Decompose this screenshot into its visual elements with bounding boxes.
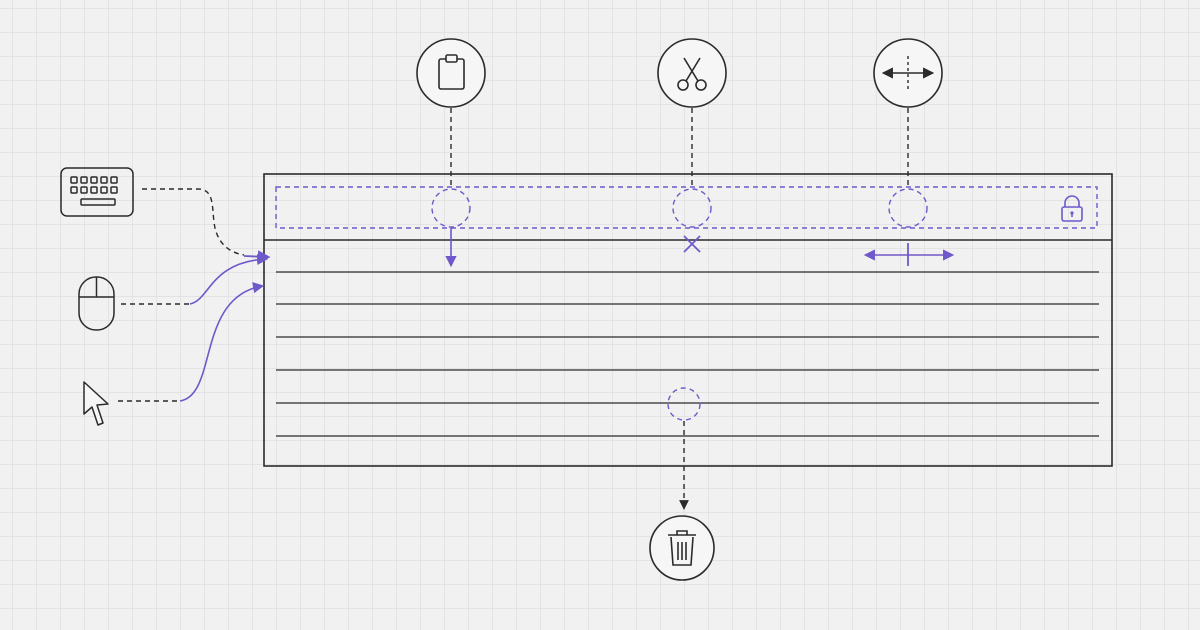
cursor-input-arrow [179, 282, 265, 402]
table [263, 173, 1113, 467]
header-selection[interactable] [275, 186, 1098, 229]
resize-column-icon [881, 56, 935, 90]
clipboard-icon [438, 54, 465, 90]
scissors-action[interactable] [657, 38, 727, 108]
keyboard-connector [142, 188, 245, 256]
mouse-input-arrow [189, 253, 269, 305]
row-handle-delete[interactable] [667, 387, 701, 421]
cut-mark-icon [683, 235, 701, 253]
mouse-icon [78, 276, 115, 331]
pointer-cursor-icon [83, 381, 109, 426]
lock-icon [1061, 195, 1083, 222]
resize-double-arrow [863, 243, 955, 266]
trash-action[interactable] [649, 515, 715, 581]
trash-icon [668, 530, 696, 566]
header-handle-paste[interactable] [431, 188, 471, 228]
table-rows [276, 271, 1099, 437]
keyboard-icon [60, 167, 134, 217]
clipboard-action[interactable] [416, 38, 486, 108]
resize-action[interactable] [873, 38, 943, 108]
header-handle-resize[interactable] [888, 188, 928, 228]
table-frame [263, 173, 1113, 467]
keyboard-input-arrow [243, 250, 271, 263]
header-handle-cut[interactable] [672, 188, 712, 228]
scissors-icon [677, 57, 707, 91]
